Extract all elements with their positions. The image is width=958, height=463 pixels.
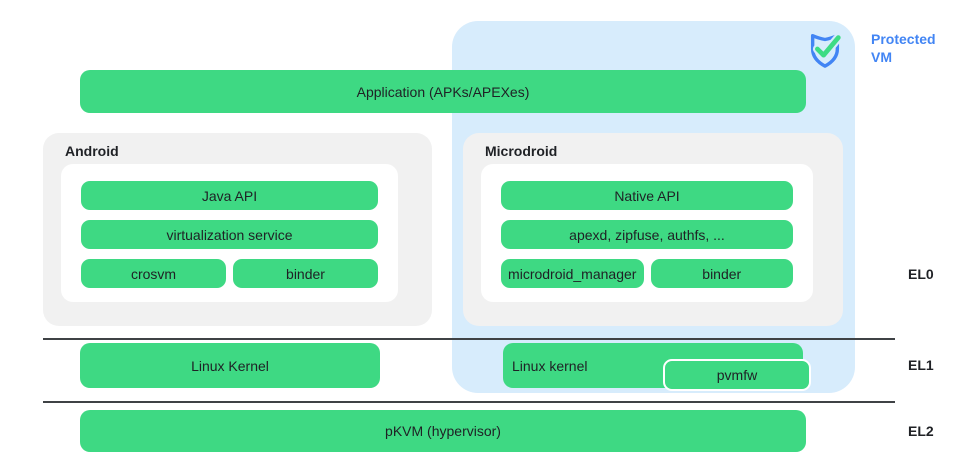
microdroid-bottom-row: microdroid_manager binder: [501, 259, 793, 288]
android-panel: Java API virtualization service crosvm b…: [61, 164, 398, 302]
microdroid-panel: Native API apexd, zipfuse, authfs, ... m…: [481, 164, 813, 302]
virtualization-service-block: virtualization service: [81, 220, 378, 249]
pkvm-hypervisor-block: pKVM (hypervisor): [80, 410, 806, 452]
microdroid-manager-block: microdroid_manager: [501, 259, 644, 288]
host-linux-kernel-block: Linux Kernel: [80, 343, 380, 388]
el1-el2-divider: [43, 401, 895, 403]
android-box: Android Java API virtualization service …: [43, 133, 432, 326]
microdroid-box: Microdroid Native API apexd, zipfuse, au…: [463, 133, 843, 326]
protected-vm-label: Protected VM: [871, 31, 936, 66]
microdroid-title: Microdroid: [485, 143, 558, 159]
shield-check-icon: [810, 33, 843, 68]
el2-label: EL2: [908, 423, 934, 439]
pvmfw-block: pvmfw: [663, 359, 811, 391]
apex-services-block: apexd, zipfuse, authfs, ...: [501, 220, 793, 249]
crosvm-block: crosvm: [81, 259, 226, 288]
microdroid-binder-block: binder: [650, 259, 793, 288]
native-api-block: Native API: [501, 181, 793, 210]
java-api-block: Java API: [81, 181, 378, 210]
el0-el1-divider: [43, 338, 895, 340]
android-bottom-row: crosvm binder: [81, 259, 378, 288]
android-binder-block: binder: [233, 259, 378, 288]
el1-label: EL1: [908, 357, 934, 373]
application-block: Application (APKs/APEXes): [80, 70, 806, 113]
el0-label: EL0: [908, 266, 934, 282]
android-title: Android: [65, 143, 119, 159]
